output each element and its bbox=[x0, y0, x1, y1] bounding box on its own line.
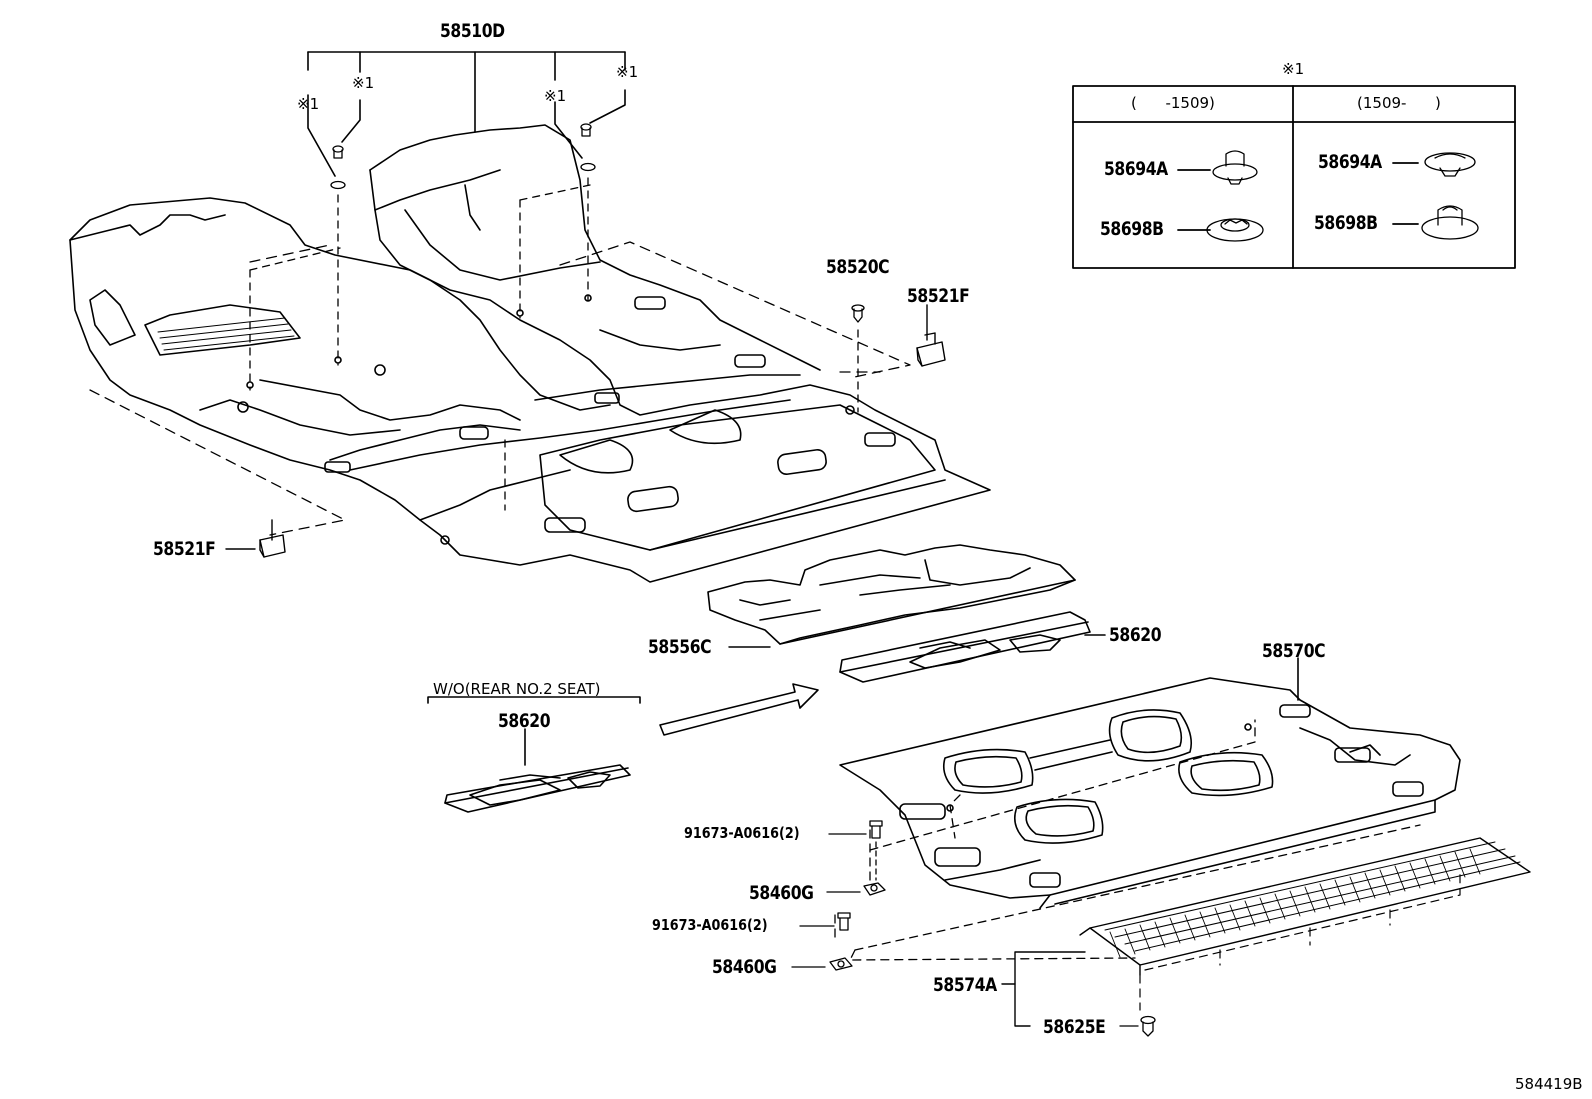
direction-arrow bbox=[659, 683, 819, 736]
label-nut-lower: 58460G bbox=[712, 956, 777, 978]
step-plate-58574a bbox=[1079, 837, 1531, 976]
label-58620-upper: 58620 bbox=[1109, 624, 1162, 646]
cover-58620-wo-rear-seat bbox=[427, 696, 641, 813]
diagram-ref-number: 584419B bbox=[1515, 1075, 1583, 1093]
bracket-58521f-left bbox=[225, 519, 286, 558]
legend-row1-right: 58694A bbox=[1318, 151, 1382, 173]
step-plate-dash bbox=[1139, 869, 1461, 1011]
front-carpet-dash-outline bbox=[89, 241, 911, 536]
clip-58625e bbox=[1119, 1015, 1156, 1037]
legend-table-frame bbox=[1072, 85, 1516, 269]
label-bolt-lower: 91673-A0616(2) bbox=[652, 916, 768, 934]
note-mark-1: ※1 bbox=[297, 95, 320, 113]
label-58620-wo-seat: 58620 bbox=[498, 710, 551, 732]
cover-58620-upper bbox=[839, 611, 1106, 683]
callout-bracket-58510d bbox=[307, 51, 626, 177]
legend-icons bbox=[1206, 150, 1479, 242]
note-mark-3: ※1 bbox=[544, 87, 567, 105]
label-58521f-right: 58521F bbox=[907, 285, 970, 307]
legend-row1-left: 58694A bbox=[1104, 158, 1168, 180]
rear-carpet-dash-lines bbox=[834, 719, 1421, 961]
label-58570c: 58570C bbox=[1262, 640, 1326, 662]
legend-title: ※1 bbox=[1282, 60, 1305, 78]
label-58556c: 58556C bbox=[648, 636, 712, 658]
label-58510d: 58510D bbox=[440, 20, 505, 42]
label-58574a: 58574A bbox=[933, 974, 997, 996]
legend-col-right-header: (1509- ) bbox=[1357, 94, 1441, 112]
carpet-center-58556c bbox=[707, 544, 1076, 645]
note-mark-4: ※1 bbox=[616, 63, 639, 81]
alignment-dashes bbox=[249, 177, 859, 511]
label-58521f-left: 58521F bbox=[153, 538, 216, 560]
carpet-rear-58570c bbox=[839, 657, 1461, 909]
legend-row2-right: 58698B bbox=[1314, 212, 1378, 234]
label-58625e: 58625E bbox=[1043, 1016, 1106, 1038]
clip-icons-top bbox=[330, 123, 865, 323]
leader-58574a bbox=[1001, 951, 1086, 1027]
label-nut-upper: 58460G bbox=[749, 882, 814, 904]
bolt-nut-upper bbox=[826, 820, 886, 896]
bolt-nut-lower bbox=[791, 912, 853, 971]
legend-col-left-header: ( -1509) bbox=[1131, 94, 1215, 112]
bracket-58521f-right bbox=[916, 304, 946, 367]
legend-row2-left: 58698B bbox=[1100, 218, 1164, 240]
note-mark-2: ※1 bbox=[352, 74, 375, 92]
variant-note: W/O(REAR NO.2 SEAT) bbox=[433, 680, 601, 698]
label-bolt-upper: 91673-A0616(2) bbox=[684, 824, 800, 842]
floor-carpet-front bbox=[69, 124, 991, 583]
label-58520c: 58520C bbox=[826, 256, 890, 278]
